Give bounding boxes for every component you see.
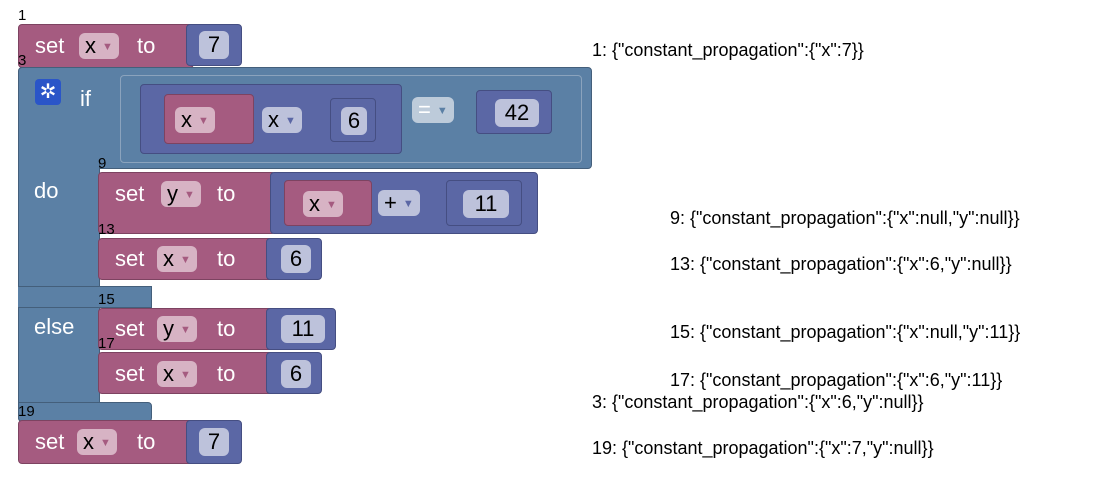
number-field[interactable]: 42 [495,99,539,127]
block-id-19: 19 [18,403,35,420]
number-block[interactable]: 6 [266,238,322,280]
variable-name: x [163,246,174,271]
number-field[interactable]: 7 [199,428,229,456]
triangle-down-icon: ▼ [100,437,111,450]
variable-get-block[interactable]: x▼ [164,94,254,144]
variable-dropdown[interactable]: y▼ [157,316,197,342]
result-annotation-3: 3: {"constant_propagation":{"x":6,"y":nu… [592,392,924,412]
variable-name: x [163,361,174,386]
block-id-1: 1 [18,7,27,24]
number-field[interactable]: 11 [281,315,325,343]
to-label: to [217,181,236,206]
triangle-down-icon: ▼ [102,41,113,54]
variable-name: x [85,33,96,58]
gear-icon[interactable]: ✲ [35,79,61,105]
set-x-block-19[interactable]: set x▼ to [18,420,194,464]
variable-name: x [309,191,320,216]
variable-dropdown[interactable]: x▼ [175,107,215,133]
variable-dropdown-2[interactable]: x▼ [262,107,302,133]
set-label: set [35,33,65,58]
number-block[interactable]: 11 [446,180,522,226]
to-label: to [217,246,236,271]
variable-dropdown[interactable]: x▼ [79,33,119,59]
set-x-block-13[interactable]: set x▼ to [98,238,276,280]
number-field[interactable]: 7 [199,31,229,59]
number-block[interactable]: 42 [476,90,552,134]
set-y-block-9[interactable]: set y▼ to [98,172,276,234]
to-label: to [217,316,236,341]
number-block[interactable]: 6 [330,98,376,142]
set-label: set [115,181,145,206]
variable-name: y [163,316,174,341]
operator-symbol: = [418,97,431,122]
triangle-down-icon: ▼ [180,254,191,267]
to-label: to [137,429,156,454]
number-block[interactable]: 7 [186,420,242,464]
operator-symbol: + [384,190,397,215]
triangle-down-icon: ▼ [198,115,209,128]
variable-dropdown[interactable]: x▼ [303,191,343,217]
block-id-3: 3 [18,52,27,69]
set-label: set [115,316,145,341]
triangle-down-icon: ▼ [436,105,448,118]
triangle-down-icon: ▼ [180,369,191,382]
variable-name: y [167,181,178,206]
set-x-block-17[interactable]: set x▼ to [98,352,276,394]
set-x-block-1[interactable]: set x▼ to [18,24,194,68]
number-block[interactable]: 11 [266,308,336,350]
set-label: set [115,361,145,386]
triangle-down-icon: ▼ [184,189,195,202]
to-label: to [137,33,156,58]
number-field[interactable]: 6 [281,360,311,388]
set-label: set [115,246,145,271]
set-label: set [35,429,65,454]
number-field[interactable]: 6 [281,245,311,273]
else-divider [18,286,152,308]
triangle-down-icon: ▼ [180,324,191,337]
variable-name: x [181,107,192,132]
result-annotation-19: 19: {"constant_propagation":{"x":7,"y":n… [592,438,934,458]
result-annotation-1: 1: {"constant_propagation":{"x":7}} [592,40,864,60]
compare-operator-dropdown[interactable]: =▼ [412,97,454,123]
number-field[interactable]: 6 [341,107,367,135]
if-label: if [80,86,91,111]
variable-name: x [268,107,279,132]
variable-dropdown[interactable]: x▼ [77,429,117,455]
result-annotation-15: 15: {"constant_propagation":{"x":null,"y… [670,322,1021,342]
arithmetic-operator-dropdown[interactable]: +▼ [378,190,420,216]
if-else-footer [18,402,152,422]
set-y-block-15[interactable]: set y▼ to [98,308,276,350]
triangle-down-icon: ▼ [326,199,337,212]
variable-get-block[interactable]: x▼ [284,180,372,226]
block-id-9: 9 [98,155,107,172]
number-block[interactable]: 7 [186,24,242,66]
variable-dropdown[interactable]: y▼ [161,181,201,207]
variable-dropdown[interactable]: x▼ [157,361,197,387]
block-id-17: 17 [98,335,115,352]
block-id-13: 13 [98,221,115,238]
number-field[interactable]: 11 [463,190,509,218]
result-annotation-9: 9: {"constant_propagation":{"x":null,"y"… [670,208,1020,228]
triangle-down-icon: ▼ [285,115,296,128]
variable-name: x [83,429,94,454]
number-block[interactable]: 6 [266,352,322,394]
triangle-down-icon: ▼ [402,198,414,211]
do-label: do [34,178,59,203]
to-label: to [217,361,236,386]
variable-dropdown[interactable]: x▼ [157,246,197,272]
result-annotation-13: 13: {"constant_propagation":{"x":6,"y":n… [670,254,1012,274]
block-id-15: 15 [98,291,115,308]
else-label: else [34,314,75,339]
result-annotation-17: 17: {"constant_propagation":{"x":6,"y":1… [670,370,1003,390]
